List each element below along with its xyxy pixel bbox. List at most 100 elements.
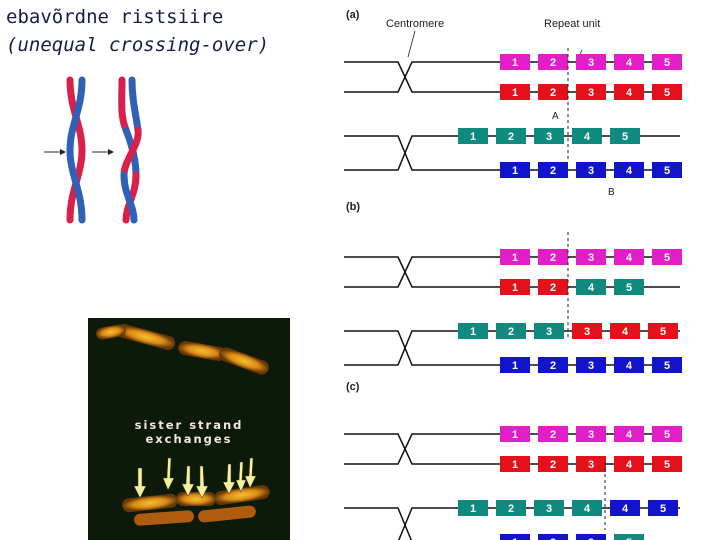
repeat-unit-number: 2 xyxy=(550,537,556,540)
repeat-unit-number: 3 xyxy=(546,131,552,143)
repeat-unit-number: 5 xyxy=(664,429,670,441)
repeat-unit-box: 2 xyxy=(538,426,568,442)
repeat-unit-number: 4 xyxy=(588,282,595,294)
repeat-unit-number: 1 xyxy=(512,57,518,69)
repeat-unit-box: 3 xyxy=(576,534,606,540)
repeat-unit-number: 5 xyxy=(664,252,670,264)
repeat-unit-box: 4 xyxy=(614,249,644,265)
repeat-unit-box: 3 xyxy=(576,456,606,472)
repeat-unit-box: 4 xyxy=(610,323,640,339)
repeat-unit-box: 4 xyxy=(610,500,640,516)
repeat-unit-box: 3 xyxy=(572,323,602,339)
repeat-unit-number: 4 xyxy=(622,326,629,338)
photo-label-line-2: exchanges xyxy=(145,432,233,446)
point-b-label: B xyxy=(608,187,615,198)
repeat-unit-number: 4 xyxy=(626,165,633,177)
repeat-unit-box: 4 xyxy=(614,84,644,100)
repeat-unit-number: 5 xyxy=(664,57,670,69)
repeat-unit-number: 3 xyxy=(588,537,594,540)
repeat-unit-number: 4 xyxy=(626,459,633,471)
repeat-unit-box: 4 xyxy=(576,279,606,295)
repeat-unit-number: 3 xyxy=(588,429,594,441)
chromatid-blue-twisted xyxy=(66,76,86,224)
repeat-unit-box: 5 xyxy=(648,500,678,516)
repeat-unit-box: 3 xyxy=(576,162,606,178)
title-line-2: (unequal crossing-over) xyxy=(6,34,270,56)
repeat-unit-box: 5 xyxy=(652,54,682,70)
repeat-unit-box: 4 xyxy=(572,500,602,516)
repeat-unit-box: 1 xyxy=(458,323,488,339)
repeat-unit-box: 3 xyxy=(576,357,606,373)
repeat-unit-box: 4 xyxy=(614,426,644,442)
repeat-unit-number: 3 xyxy=(588,165,594,177)
repeat-unit-number: 1 xyxy=(512,165,518,177)
repeat-unit-box: 2 xyxy=(538,54,568,70)
repeat-unit-number: 4 xyxy=(626,57,633,69)
repeat-unit-box: 4 xyxy=(614,54,644,70)
repeat-unit-box: 3 xyxy=(534,323,564,339)
repeat-unit-box: 1 xyxy=(458,500,488,516)
repeat-unit-number: 5 xyxy=(622,131,628,143)
repeat-unit-box: 5 xyxy=(610,128,640,144)
repeat-unit-box: 1 xyxy=(500,357,530,373)
repeat-unit-box: 1 xyxy=(500,456,530,472)
repeat-unit-box: 5 xyxy=(652,426,682,442)
repeat-unit-number: 4 xyxy=(622,503,629,515)
repeat-unit-box: 4 xyxy=(572,128,602,144)
repeat-unit-number: 3 xyxy=(588,459,594,471)
repeat-unit-number: 3 xyxy=(588,252,594,264)
repeat-unit-number: 2 xyxy=(550,459,556,471)
repeat-unit-number: 3 xyxy=(588,87,594,99)
repeat-unit-number: 3 xyxy=(588,57,594,69)
repeat-unit-number: 2 xyxy=(550,429,556,441)
photo-label-line-1: sister strand xyxy=(134,418,244,432)
title-line-1: ebavõrdne ristsiire xyxy=(6,6,224,28)
repeat-unit-box: 1 xyxy=(500,84,530,100)
repeat-unit-box: 1 xyxy=(500,279,530,295)
arrow-icon xyxy=(44,149,66,155)
repeat-unit-box: 4 xyxy=(614,162,644,178)
repeat-unit-number: 2 xyxy=(508,503,514,515)
repeat-unit-number: 2 xyxy=(550,87,556,99)
repeat-unit-box: 1 xyxy=(500,54,530,70)
repeat-unit-number: 1 xyxy=(470,503,476,515)
repeat-unit-number: 1 xyxy=(512,87,518,99)
repeat-unit-number: 3 xyxy=(546,503,552,515)
repeat-unit-box: 2 xyxy=(538,357,568,373)
repeat-unit-number: 5 xyxy=(660,326,666,338)
repeat-unit-number: 1 xyxy=(512,429,518,441)
repeat-unit-number: 4 xyxy=(584,503,591,515)
arrow-icon xyxy=(92,149,114,155)
repeat-unit-box: 2 xyxy=(538,456,568,472)
repeat-unit-number: 5 xyxy=(664,459,670,471)
repeat-unit-box: 5 xyxy=(652,84,682,100)
repeat-unit-box: 1 xyxy=(500,249,530,265)
repeat-unit-number: 4 xyxy=(626,429,633,441)
repeat-unit-number: 5 xyxy=(664,87,670,99)
repeat-unit-number: 4 xyxy=(626,360,633,372)
repeat-unit-number: 4 xyxy=(626,252,633,264)
repeat-unit-box: 2 xyxy=(496,323,526,339)
sister-chromatid-micrograph: sister strand exchanges xyxy=(88,318,290,540)
repeat-unit-box: 2 xyxy=(538,84,568,100)
repeat-unit-box: 2 xyxy=(538,279,568,295)
repeat-unit-number: 1 xyxy=(512,537,518,540)
repeat-unit-box: 3 xyxy=(576,84,606,100)
point-a-label: A xyxy=(552,111,559,122)
repeat-unit-box: 5 xyxy=(648,323,678,339)
repeat-unit-number: 2 xyxy=(550,57,556,69)
repeat-unit-box: 3 xyxy=(534,500,564,516)
repeat-unit-box: 2 xyxy=(538,249,568,265)
centromere-label: Centromere xyxy=(386,18,444,30)
repeat-unit-number: 3 xyxy=(588,360,594,372)
repeat-unit-box: 2 xyxy=(538,534,568,540)
repeat-unit-number: 2 xyxy=(550,252,556,264)
repeat-unit-number: 3 xyxy=(546,326,552,338)
repeat-unit-number: 1 xyxy=(512,252,518,264)
repeat-unit-number: 5 xyxy=(626,282,632,294)
repeat-unit-box: 5 xyxy=(652,456,682,472)
repeat-unit-number: 1 xyxy=(512,282,518,294)
repeat-unit-box: 5 xyxy=(652,162,682,178)
repeat-unit-number: 5 xyxy=(664,165,670,177)
repeat-unit-box: 1 xyxy=(458,128,488,144)
